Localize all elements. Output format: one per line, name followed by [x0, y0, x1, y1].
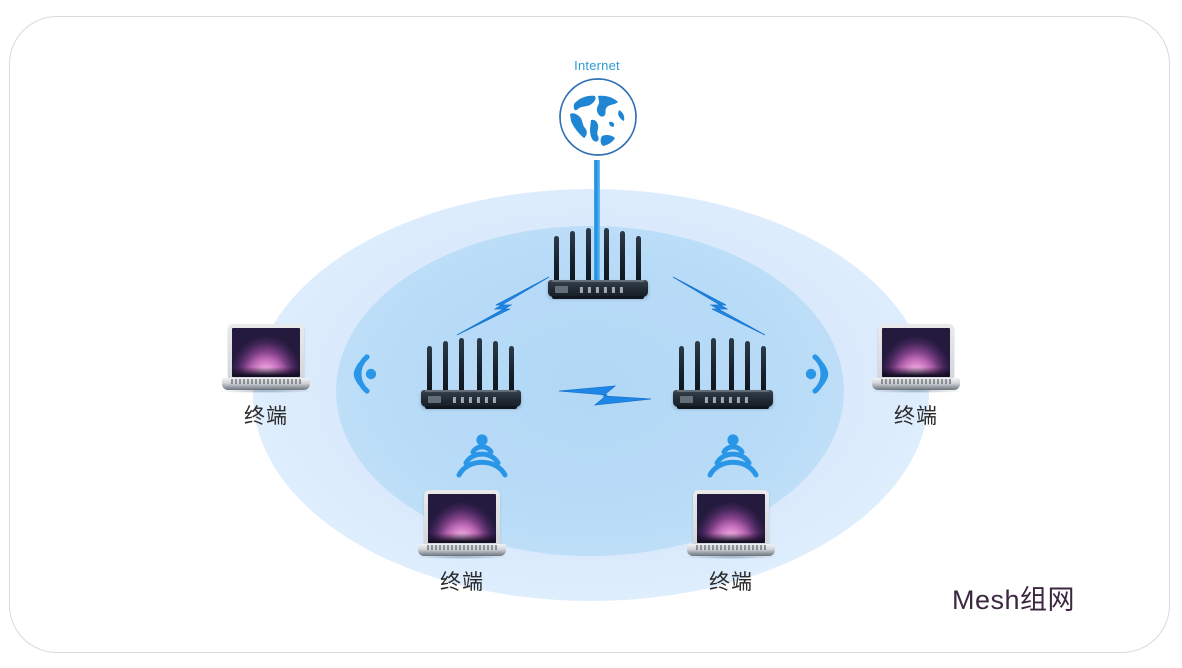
router-foot [677, 406, 769, 409]
watermark-label: Mesh组网 [952, 585, 1076, 615]
internet-label: Internet [574, 58, 620, 73]
laptop-base [687, 544, 775, 556]
laptop-shadow [219, 389, 313, 393]
router-status-leds [704, 397, 748, 403]
router-antenna [493, 341, 498, 394]
router-antenna [695, 341, 700, 394]
router-antenna [679, 346, 684, 394]
wifi-signal-icon [707, 434, 759, 478]
laptop-shadow [869, 389, 963, 393]
router-antenna [459, 338, 464, 394]
router-status-leds [452, 397, 496, 403]
terminal-label: 终端 [709, 571, 753, 594]
laptop-base [872, 378, 960, 390]
laptop-screen [697, 494, 765, 543]
router-antenna [554, 236, 559, 284]
router-status-leds [579, 287, 623, 293]
terminal-label: 终端 [894, 405, 938, 428]
gateway-router[interactable] [548, 228, 648, 299]
laptop-lid [693, 490, 769, 546]
laptop-shadow [684, 555, 778, 559]
mesh-node-right-router[interactable] [673, 338, 773, 409]
router-antenna [586, 228, 591, 284]
laptop-screen [232, 328, 300, 377]
globe-icon [559, 78, 637, 156]
router-logo [555, 286, 568, 293]
router-antenna [509, 346, 514, 394]
router-antenna [711, 338, 716, 394]
laptop-lid [878, 324, 954, 380]
router-body [548, 280, 648, 297]
laptop-lid [228, 324, 304, 380]
lightning-bolt-icon [558, 385, 652, 406]
router-antenna [604, 228, 609, 284]
router-antenna [477, 338, 482, 394]
laptop-screen [428, 494, 496, 543]
laptop-shadow [415, 555, 509, 559]
router-antenna [745, 341, 750, 394]
router-logo [680, 396, 693, 403]
internet-uplink-line [594, 160, 600, 285]
router-foot [425, 406, 517, 409]
wifi-signal-icon [805, 354, 829, 394]
router-antenna [427, 346, 432, 394]
laptop-lid [424, 490, 500, 546]
lightning-bolt-icon [672, 276, 766, 336]
router-antenna [570, 231, 575, 284]
router-antenna [761, 346, 766, 394]
router-logo [428, 396, 441, 403]
router-foot [552, 296, 644, 299]
laptop-base [222, 378, 310, 390]
internet-node: Internet [541, 58, 653, 188]
wifi-signal-icon [456, 434, 508, 478]
router-antenna [636, 236, 641, 284]
router-antenna [620, 231, 625, 284]
laptop-base [418, 544, 506, 556]
router-body [421, 390, 521, 407]
laptop-screen [882, 328, 950, 377]
terminal-label: 终端 [440, 571, 484, 594]
lightning-bolt-icon [456, 276, 550, 336]
router-body [673, 390, 773, 407]
wifi-signal-icon [353, 354, 377, 394]
router-antenna [443, 341, 448, 394]
mesh-node-left-router[interactable] [421, 338, 521, 409]
terminal-label: 终端 [244, 405, 288, 428]
router-antenna [729, 338, 734, 394]
